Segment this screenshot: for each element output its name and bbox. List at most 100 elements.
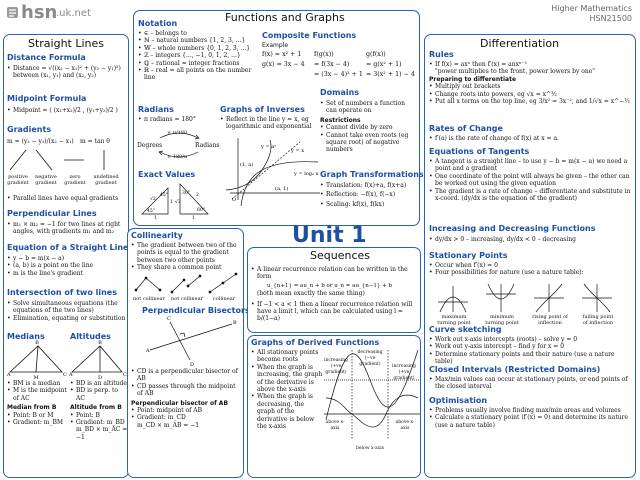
intersection-block: Solve simultaneous equations (the equati… [7,300,127,323]
distance-sub: between (x₁, y₁) and (x₂, y₂) [13,72,97,80]
perp-bisector-sub-item: Gradient: m_CD [131,414,241,422]
optimisation-item: Problems usually involve finding max/min… [429,407,633,415]
composite-row: g(x) = 3x − 4 = f(3x − 4) = g(x² + 1) [262,60,418,70]
perp-bisector-sub-item: Point: midpoint of AB [131,407,241,415]
eq-item: y − b = m(x − a) [7,255,127,263]
logo-icon [7,7,18,18]
svg-text:y = logₐ x: y = logₐ x [293,171,319,177]
stationary-item: Four possibilities for nature (use a nat… [429,269,633,277]
altitude-from-b: Altitude from B [70,404,122,412]
notation-item: ∈ – belongs to [138,30,253,38]
svg-text:O: O [232,197,236,203]
svg-text:√3: √3 [175,199,181,205]
perp-bisector-item: CD is a perpendicular bisector of AB [131,368,241,383]
header-code: HSN21500 [589,14,632,23]
optimisation-title: Optimisation [429,396,488,405]
radians-divide: × 180/π [167,154,188,160]
negative-line [35,149,53,171]
sketch-item: Work out y-axis intercept – find y for x… [429,343,633,351]
prep-item: Put all x terms on the top line, eg 3/x²… [429,98,633,106]
tangent-item: A tangent is a straight line – to use y … [429,158,633,173]
altitude-from-b-item: m_BD × m_AC = −1 [76,426,128,441]
collinearity-block: The gradient between two of the points i… [131,242,241,272]
closed-item: Max/min values can occur at stationary p… [429,376,633,391]
gradient-formula: m = (y₂ − y₁)/(x₂ − x₁) [7,138,74,145]
sequences-item: If −1 < a < 1 then a linear recurrence r… [251,301,419,323]
eq-title: Equation of a Straight Line [7,243,129,252]
composite-cell: = 3(x² + 1) − 4 [366,71,415,78]
intersection-title: Intersection of two lines [7,288,117,297]
notation-title: Notation [138,19,178,28]
minimum-turning-point-label: minimum turning point [485,314,519,326]
sketch-block: Work out x-axis intercepts (roots) – sol… [429,336,633,366]
median-from-b-item: Point: B or M [7,412,67,420]
domains-block: Set of numbers a function can operate on… [320,100,416,154]
prep-item: Change roots into powers, eg √x = x^½ [429,91,633,99]
inverse-text: Reflect in the line y = x, eg logarithmi… [220,116,316,131]
incdec-text: dy/dx > 0 – increasing, dy/dx < 0 – decr… [429,236,633,244]
svg-text:2: 2 [196,192,199,198]
rate-title: Rates of Change [429,124,503,133]
domains-title: Domains [320,88,360,97]
prep-item: Multiply out brackets [429,83,633,91]
notation-item: ℚ – rational = integer fractions [138,60,253,68]
perp-text: m₁ × m₂ = −1 for two lines at right angl… [7,221,127,236]
rising-inflection-label: rising point of inflection [532,314,568,326]
notation-item: ℤ – integers {..., −1, 0, 1, 2, ...} [138,52,253,60]
derived-graphs-block: All stationary points become roots When … [251,349,323,430]
rate-block: f′(a) is the rate of change of f(x) at x… [429,135,633,143]
radians-title: Radians [138,105,174,114]
medians-title: Medians [7,332,45,341]
svg-text:D: D [98,375,102,381]
rules-item: "power multiplies to the front, power lo… [435,68,596,76]
domains-item: Set of numbers a function can operate on [320,100,416,115]
derived-graphs-item: All stationary points become roots [251,349,323,364]
svg-text:B: B [98,340,102,346]
rules-title: Rules [429,50,454,59]
rules-item: If f(x) = axⁿ then f′(x) = anxⁿ⁻¹ [429,61,633,69]
svg-text:B: B [35,340,39,346]
svg-text:45°: 45° [147,208,155,214]
svg-text:y = aˣ: y = aˣ [260,144,276,150]
derived-label: decreasing (−ve gradient) [357,350,383,367]
midpoint-title: Midpoint Formula [7,94,87,103]
svg-text:A: A [68,372,73,378]
svg-text:1: 1 [154,215,157,221]
collinearity-title: Collinearity [131,231,183,240]
midpoint-formula: Midpoint = ( (x₁+x₂)/2 , (y₁+y₂)/2 ) [7,107,127,115]
inverse-title: Graphs of Inverses [220,105,305,114]
composite-cell: = (3x − 4)² + 1 [314,71,363,78]
positive-gradient-label: positive gradient [7,174,29,186]
svg-text:√2: √2 [150,196,156,202]
differentiation-title: Differentiation [480,37,560,50]
parallel-text: Parallel lines have equal gradients [7,195,127,203]
sequences-block: A linear recurrence relation can be writ… [251,266,419,323]
stationary-block: Occur when f′(x) = 0 Four possibilities … [429,262,633,277]
undefined-gradient-label: undefined gradient [93,174,119,186]
inverse-block: Reflect in the line y = x, eg logarithmi… [220,116,316,131]
incdec-block: dy/dx > 0 – increasing, dy/dx < 0 – decr… [429,236,633,244]
composite-cell: g(f(x)) [366,51,386,58]
tangent-block: A tangent is a straight line – to use y … [429,158,633,202]
transform-item: Scaling: kf(x), f(kx) [320,201,418,209]
composite-cell: f(g(x)) [314,51,334,58]
svg-text:60°: 60° [197,207,205,213]
closed-title: Closed Intervals (Restricted Domains) [429,365,601,374]
altitudes-block: BD is an altitude BD is perp. to AC Alti… [70,380,128,441]
medians-item: BM is a median [7,380,67,388]
derived-label: increasing (+ve gradient) [392,364,416,381]
svg-text:1: 1 [170,199,173,205]
derived-graphs-item: When the graph is increasing, the graph … [251,364,323,394]
exact-values-title: Exact Values [138,170,196,179]
negative-gradient-label: negative gradient [35,174,57,186]
not-collinear-label: not collinear [133,296,165,302]
svg-text:M: M [33,375,38,381]
svg-text:C: C [123,372,127,378]
tangent-item: The gradient is a rate of change – diffe… [429,188,633,203]
